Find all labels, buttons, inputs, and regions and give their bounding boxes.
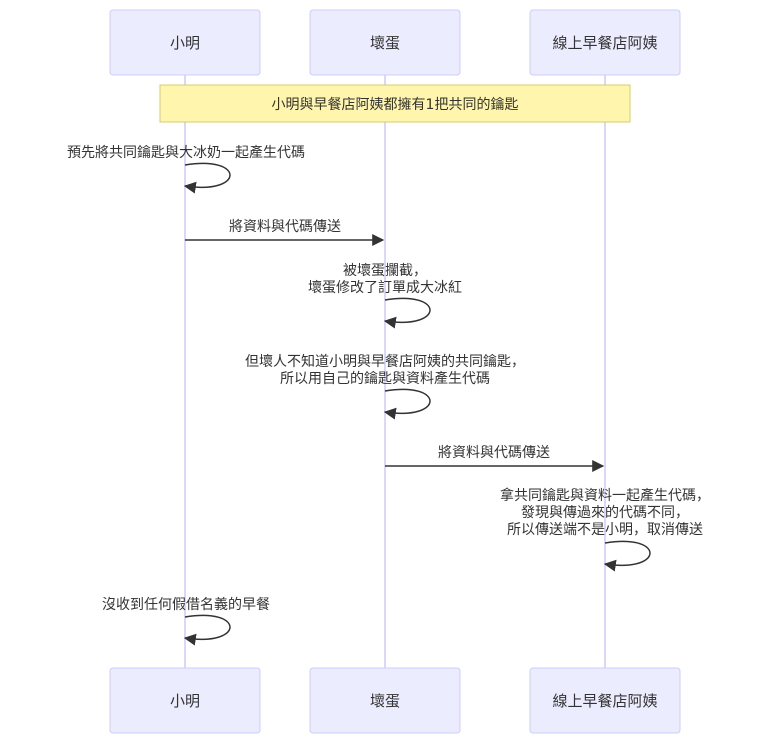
self-loop-arrow: [183, 614, 231, 646]
actor-label: 小明: [170, 34, 200, 52]
actor-top-xiaoming: 小明: [109, 9, 261, 76]
message-intercepted: 被壞蛋攔截， 壞蛋修改了訂單成大冰紅: [308, 263, 462, 329]
message-label-line: 預先將共同鑰匙與大冰奶一起產生代碼: [67, 144, 305, 161]
self-loop-arrow: [183, 162, 231, 194]
actor-top-bad-egg: 壞蛋: [309, 9, 461, 76]
actor-top-aunt: 線上早餐店阿姨: [529, 9, 681, 76]
self-loop-arrow: [383, 388, 431, 420]
actor-label: 線上早餐店阿姨: [552, 34, 657, 52]
message-forge-code: 但壞人不知道小明與早餐店阿姨的共同鑰匙， 所以用自己的鑰匙與資料產生代碼: [245, 353, 525, 420]
actor-label: 壞蛋: [370, 34, 400, 52]
message-label-line: 壞蛋修改了訂單成大冰紅: [308, 280, 462, 296]
actor-label: 線上早餐店阿姨: [552, 692, 657, 710]
message-label-line: 所以傳送端不是小明，取消傳送: [507, 522, 703, 538]
actor-bottom-aunt: 線上早餐店阿姨: [529, 667, 681, 734]
self-loop-arrow: [603, 540, 651, 572]
message-label-line: 沒收到任何假借名義的早餐: [102, 596, 270, 613]
actor-bottom-bad-egg: 壞蛋: [309, 667, 461, 734]
message-label-line: 所以用自己的鑰匙與資料產生代碼: [280, 370, 490, 387]
message-label-line: 將資料與代碼傳送: [229, 219, 341, 235]
message-label-line: 但壞人不知道小明與早餐店阿姨的共同鑰匙，: [245, 353, 525, 370]
shared-key-note: 小明與早餐店阿姨都擁有1把共同的鑰匙: [159, 84, 631, 123]
actor-label: 小明: [170, 692, 200, 710]
message-label-line: 將資料與代碼傳送: [438, 445, 550, 461]
actor-bottom-xiaoming: 小明: [109, 667, 261, 734]
message-verify-code: 拿共同鑰匙與資料一起產生代碼， 發現與傳過來的代碼不同， 所以傳送端不是小明，取…: [500, 487, 710, 572]
note-text: 小明與早餐店阿姨都擁有1把共同的鑰匙: [272, 97, 519, 113]
actor-label: 壞蛋: [370, 692, 400, 710]
message-send-to-aunt: 將資料與代碼傳送: [385, 445, 605, 472]
message-label-line: 被壞蛋攔截，: [343, 263, 427, 279]
self-loop-arrow: [383, 297, 431, 329]
message-send-to-bad-egg: 將資料與代碼傳送: [185, 219, 385, 246]
message-no-fake-breakfast: 沒收到任何假借名義的早餐: [102, 596, 270, 646]
message-label-line: 拿共同鑰匙與資料一起產生代碼，: [500, 487, 710, 504]
message-pre-generate-code: 預先將共同鑰匙與大冰奶一起產生代碼: [67, 144, 305, 194]
message-label-line: 發現與傳過來的代碼不同，: [521, 505, 689, 521]
